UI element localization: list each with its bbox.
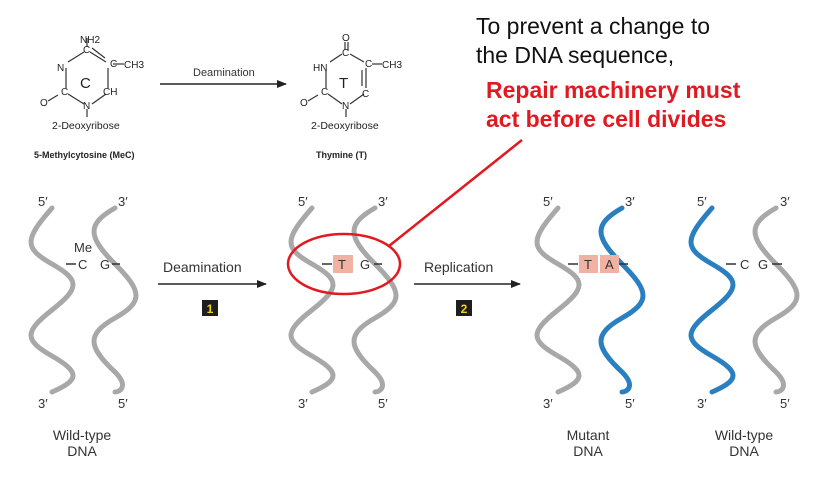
prime-5-top: 5′ <box>697 194 707 209</box>
prime-3-top: 3′ <box>118 194 128 209</box>
ring-ch: CH <box>103 87 117 98</box>
strand-right <box>91 205 139 395</box>
annotation-red-line-1: Repair machinery must <box>486 77 741 103</box>
reaction-arrow-label: Deamination <box>193 67 255 79</box>
prime-5-top: 5′ <box>543 194 553 209</box>
step-2-badge <box>456 300 472 316</box>
annotation-line-2: the DNA sequence, <box>476 42 675 68</box>
wild-type-label-1: Wild-type <box>53 427 112 443</box>
ch3-label: CH3 <box>124 60 144 71</box>
strand-left <box>288 205 336 395</box>
dna-deaminated-panel: 5′ 3′ T G 3′ 5′ <box>286 194 402 411</box>
base-t: T <box>338 257 346 272</box>
thymine-name: Thymine (T) <box>316 150 367 160</box>
reaction-arrow: Deamination <box>160 67 287 88</box>
thymine-hn: HN <box>313 63 327 74</box>
methyl-label: Me <box>74 240 92 255</box>
ring-c-left: C <box>61 87 68 98</box>
prime-5-bottom: 5′ <box>780 396 790 411</box>
prime-3-top: 3′ <box>378 194 388 209</box>
thymine-center-letter: T <box>339 75 348 92</box>
base-t: T <box>584 257 592 272</box>
mutant-a-box <box>600 255 619 273</box>
mutant-label-2: DNA <box>573 443 603 459</box>
ring-n-bottom: N <box>83 101 90 112</box>
strand-left <box>28 205 76 395</box>
carbonyl-o: O <box>40 98 48 109</box>
step-2-number: 2 <box>461 302 468 316</box>
annotation-red-line-2: act before cell divides <box>486 106 727 132</box>
thymine-n-bottom: N <box>342 101 349 112</box>
meC-sugar-label: 2-Deoxyribose <box>52 120 120 132</box>
thymine-sugar-label: 2-Deoxyribose <box>311 120 379 132</box>
annotation-text: To prevent a change to the DNA sequence, <box>476 12 710 70</box>
thymine-c-left: C <box>321 87 328 98</box>
methylcytosine-structure: NH2 N C C CH3 C C CH O N 2-Deoxyribose 5… <box>34 35 144 160</box>
base-a: A <box>605 257 614 272</box>
ring-c-right: C <box>110 59 117 70</box>
new-strand-blue <box>598 205 646 395</box>
wild-type-2-label-1: Wild-type <box>715 427 774 443</box>
step-1-label: Deamination <box>163 259 242 275</box>
step-2-arrow: Replication 2 <box>414 259 521 316</box>
thymine-c-top: C <box>342 48 349 59</box>
ring-center-letter: C <box>80 75 91 92</box>
prime-5-bottom: 5′ <box>118 396 128 411</box>
prime-3-bottom: 3′ <box>38 396 48 411</box>
mismatch-t-box <box>333 255 353 273</box>
wild-type-2-label-2: DNA <box>729 443 759 459</box>
ring-n-top: N <box>57 63 64 74</box>
step-1-number: 1 <box>207 302 214 316</box>
prime-5-bottom: 5′ <box>625 396 635 411</box>
base-c: C <box>78 257 87 272</box>
ring-c-top: C <box>83 45 90 56</box>
annotation-line-1: To prevent a change to <box>476 13 710 39</box>
mutant-label-1: Mutant <box>567 427 610 443</box>
new-strand-blue <box>688 205 736 395</box>
strand-left <box>534 205 582 395</box>
prime-3-top: 3′ <box>625 194 635 209</box>
wild-type-label-2: DNA <box>67 443 97 459</box>
dna-wild-type-panel: 5′ 3′ Me C G 3′ 5′ Wild-type DNA <box>28 194 139 459</box>
thymine-o-left: O <box>300 98 308 109</box>
dna-wild-type-2-panel: 5′ 3′ C G 3′ 5′ Wild-type DNA <box>688 194 800 459</box>
highlight-ellipse <box>286 232 402 296</box>
step-2-label: Replication <box>424 259 493 275</box>
prime-3-bottom: 3′ <box>697 396 707 411</box>
base-g: G <box>758 257 768 272</box>
prime-5-top: 5′ <box>38 194 48 209</box>
thymine-o-top: O <box>342 33 350 44</box>
prime-5-top: 5′ <box>298 194 308 209</box>
base-c: C <box>740 257 749 272</box>
thymine-c-bottom-right: C <box>362 89 369 100</box>
thymine-structure: O HN C C CH3 T C C O N 2-Deoxyribose Thy… <box>300 33 402 160</box>
step-1-badge <box>202 300 218 316</box>
prime-5-bottom: 5′ <box>378 396 388 411</box>
thymine-ring <box>307 42 382 117</box>
strand-right <box>351 205 399 395</box>
step-1-arrow: Deamination 1 <box>158 259 267 316</box>
base-g: G <box>360 257 370 272</box>
strand-right <box>752 205 800 395</box>
thymine-ch3: CH3 <box>382 60 402 71</box>
meC-name: 5-Methylcytosine (MeC) <box>34 150 135 160</box>
dna-mutant-panel: 5′ 3′ T A 3′ 5′ Mutant DNA <box>534 194 646 459</box>
mutant-t-box <box>579 255 598 273</box>
prime-3-bottom: 3′ <box>298 396 308 411</box>
methylcytosine-ring <box>47 38 124 117</box>
nh2-label: NH2 <box>80 35 100 46</box>
prime-3-top: 3′ <box>780 194 790 209</box>
base-g: G <box>100 257 110 272</box>
prime-3-bottom: 3′ <box>543 396 553 411</box>
pointer-line <box>388 139 523 247</box>
annotation-red-text: Repair machinery must act before cell di… <box>486 76 740 134</box>
thymine-c-right: C <box>365 59 372 70</box>
